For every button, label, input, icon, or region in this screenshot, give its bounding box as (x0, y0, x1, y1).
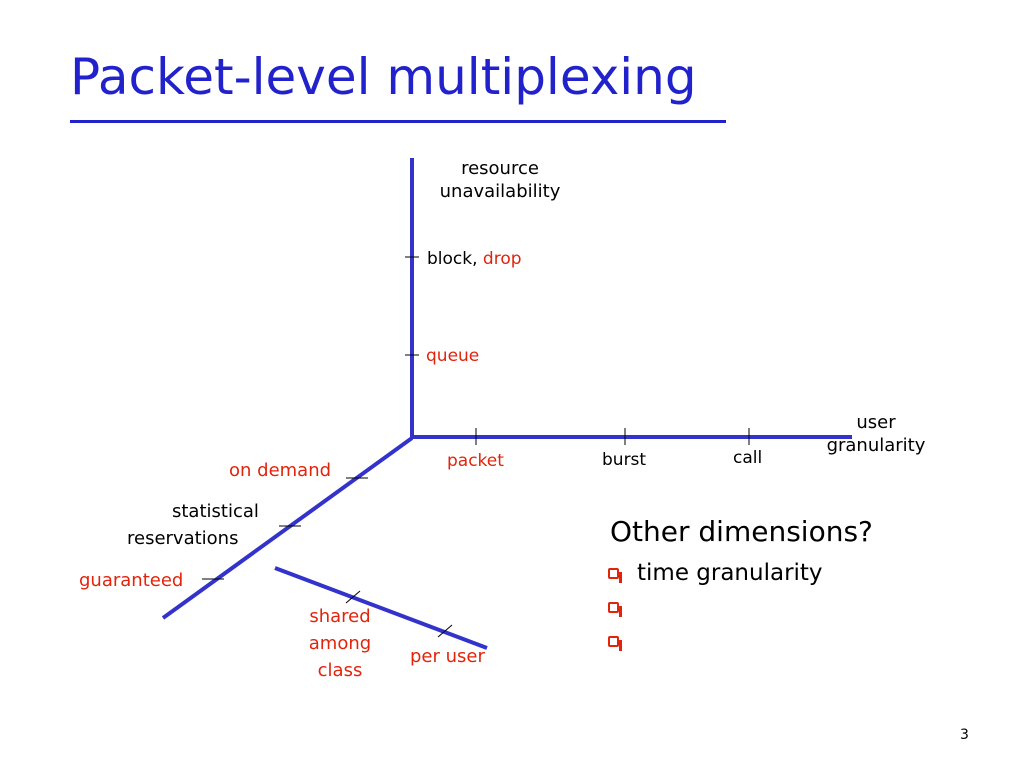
shared-label: shared (309, 606, 371, 627)
bullet-item (608, 624, 823, 658)
checkbox-bullet-icon (608, 635, 622, 651)
tick-label-guaranteed: guaranteed (79, 570, 184, 591)
other-dimensions-heading: Other dimensions? (610, 515, 873, 548)
diagonal-axis (161, 436, 414, 620)
tick-shared-among-class (345, 590, 361, 604)
page-number: 3 (960, 727, 969, 743)
tick-label-block-drop: block, drop (427, 249, 522, 270)
bullet-item: time granularity (608, 556, 823, 590)
other-dimensions-list: time granularity (608, 556, 823, 658)
tick-label-per-user: per user (410, 646, 485, 667)
tick-label-burst: burst (602, 450, 647, 470)
class-label: class (317, 660, 363, 681)
checkbox-bullet-icon (608, 567, 622, 583)
tick-label-call: call (733, 448, 763, 468)
branch-axis (274, 566, 488, 650)
tick-label-shared-among-class: shared among class (290, 603, 390, 684)
horizontal-axis-label-line-2: granularity (826, 434, 926, 456)
vertical-axis-label-line-1: resource (461, 158, 539, 179)
horizontal-axis-label-line-1: user (856, 412, 896, 433)
tick-label-packet: packet (447, 451, 504, 471)
checkbox-bullet-icon (608, 601, 622, 617)
tick-label-queue: queue (426, 346, 480, 366)
tick-label-drop: drop (482, 249, 522, 269)
slide-title: Packet-level multiplexing (70, 48, 697, 106)
vertical-axis-label: resource unavailability (430, 158, 570, 203)
title-underline (70, 120, 726, 123)
tick-label-statistical: statistical (172, 501, 259, 522)
tick-label-reservations: reservations (127, 528, 239, 549)
horizontal-axis-label: user granularity (814, 412, 938, 457)
bullet-item (608, 590, 823, 624)
tick-per-user (437, 624, 453, 638)
tick-label-on-demand: on demand (229, 460, 332, 481)
vertical-axis-label-line-2: unavailability (439, 180, 561, 202)
among-label: among (308, 633, 372, 654)
bullet-text: time granularity (637, 560, 823, 586)
tick-label-block: block, (427, 249, 483, 269)
